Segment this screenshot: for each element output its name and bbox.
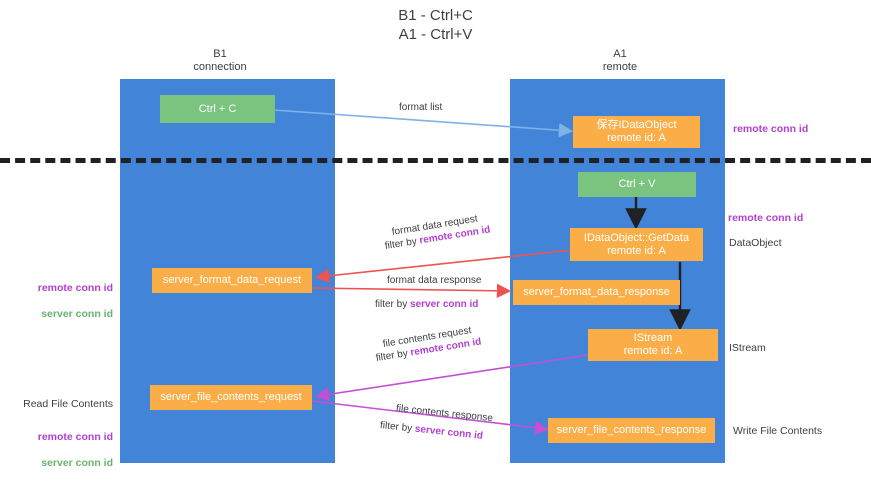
box-server-format-data-request: server_format_data_request xyxy=(152,268,312,293)
note-write-file-contents: Write File Contents xyxy=(733,425,823,437)
box-getdata: IDataObject::GetData remote id: A xyxy=(570,228,703,261)
filter-key: server conn id xyxy=(414,423,484,442)
note-left-server-conn-id: server conn id xyxy=(41,308,113,320)
note-read-file-contents: Read File Contents xyxy=(23,398,113,410)
box-server-file-contents-response: server_file_contents_response xyxy=(548,418,715,443)
note-left-read-file-contents-block: Read File Contents remote conn id server… xyxy=(0,385,113,483)
phase-divider xyxy=(0,158,871,163)
note-left-server-conn-id-2: server conn id xyxy=(41,457,113,469)
note-istream: IStream xyxy=(729,342,766,354)
box-istream: IStream remote id: A xyxy=(588,329,718,361)
filter-prefix: filter by xyxy=(375,347,412,364)
note-remote-conn-id-mid: remote conn id xyxy=(728,212,804,224)
label-format-data-response-filter: filter by server conn id xyxy=(375,298,478,312)
note-left-remote-conn-id: remote conn id xyxy=(37,282,113,294)
diagram-canvas: B1 - Ctrl+C A1 - Ctrl+V B1 connection A1… xyxy=(0,7,871,469)
column-header-left: B1 connection xyxy=(193,48,247,73)
filter-prefix: filter by xyxy=(375,299,411,310)
filter-prefix: filter by xyxy=(379,420,416,435)
note-left-conn-ids: remote conn id server conn id xyxy=(0,269,113,334)
box-server-format-data-response: server_format_data_response xyxy=(513,280,680,305)
label-format-data-response: format data response xyxy=(387,275,482,286)
box-server-file-contents-request: server_file_contents_request xyxy=(150,385,312,410)
note-left-remote-conn-id-2: remote conn id xyxy=(37,431,113,443)
box-save-idataobject: 保存IDataObject remote id: A xyxy=(573,116,700,148)
note-dataobject: DataObject xyxy=(729,237,782,249)
note-remote-conn-id-top: remote conn id xyxy=(733,123,809,135)
box-ctrl-c: Ctrl + C xyxy=(160,95,275,123)
filter-key: server conn id xyxy=(410,299,479,310)
filter-prefix: filter by xyxy=(384,235,421,252)
column-header-right: A1 remote xyxy=(602,48,638,73)
label-format-list: format list xyxy=(399,102,443,113)
diagram-title: B1 - Ctrl+C A1 - Ctrl+V xyxy=(398,7,473,43)
box-ctrl-v: Ctrl + V xyxy=(578,172,696,197)
